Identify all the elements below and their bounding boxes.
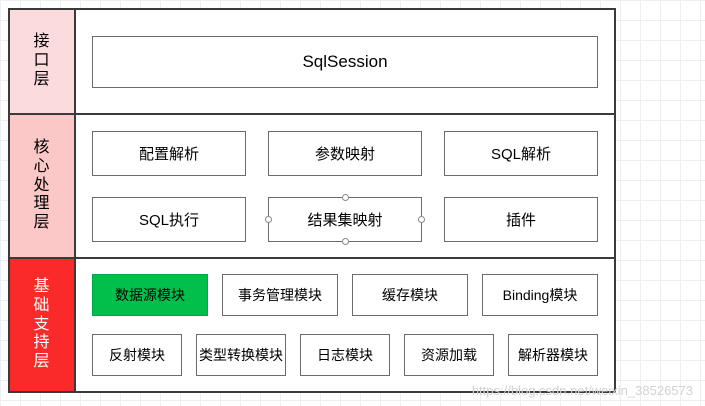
node-resultset-mapping-label: 结果集映射 [307, 211, 383, 229]
layer-body-core: 配置解析 参数映射 SQL解析 SQL执行 结果集映射 插件 [76, 115, 614, 257]
node-config-parsing[interactable]: 配置解析 [92, 130, 246, 176]
layer-label-char: 接 [33, 33, 51, 51]
base-row-2: 反射模块 类型转换模块 日志模块 资源加载 解析器模块 [92, 334, 598, 376]
anchor-handle-bottom-icon[interactable] [341, 237, 349, 245]
node-parser-module[interactable]: 解析器模块 [508, 334, 598, 376]
node-type-conversion-module[interactable]: 类型转换模块 [196, 334, 286, 376]
layer-label-char: 支 [33, 315, 51, 333]
anchor-handle-right-icon[interactable] [418, 215, 425, 223]
node-cache-module[interactable]: 缓存模块 [352, 274, 468, 316]
node-reflection-module[interactable]: 反射模块 [92, 334, 182, 376]
layer-row-base: 基 础 支 持 层 数据源模块 事务管理模块 缓存模块 Binding模块 反射… [10, 259, 614, 391]
node-sqlsession[interactable]: SqlSession [92, 35, 598, 88]
node-plugin[interactable]: 插件 [444, 196, 598, 242]
node-binding-module[interactable]: Binding模块 [482, 274, 598, 316]
node-parameter-mapping[interactable]: 参数映射 [268, 130, 422, 176]
node-logging-module[interactable]: 日志模块 [300, 334, 390, 376]
node-sql-execution[interactable]: SQL执行 [92, 196, 246, 242]
node-datasource-module[interactable]: 数据源模块 [92, 274, 208, 316]
layer-label-char: 层 [33, 353, 51, 371]
layer-label-char: 持 [33, 334, 51, 352]
layer-body-interface: SqlSession [76, 10, 614, 113]
layer-label-char: 口 [33, 52, 51, 70]
layer-row-interface: 接 口 层 SqlSession [10, 10, 614, 115]
anchor-handle-top-icon[interactable] [341, 193, 349, 201]
layer-label-core: 核 心 处 理 层 [10, 115, 76, 257]
node-resultset-mapping[interactable]: 结果集映射 [265, 193, 425, 245]
layer-body-base: 数据源模块 事务管理模块 缓存模块 Binding模块 反射模块 类型转换模块 … [76, 259, 614, 391]
layer-label-char: 理 [33, 195, 51, 213]
anchor-handle-left-icon[interactable] [265, 215, 272, 223]
layer-label-char: 础 [33, 296, 51, 314]
node-sql-parsing[interactable]: SQL解析 [444, 130, 598, 176]
layer-label-char: 层 [33, 70, 51, 88]
layer-label-interface: 接 口 层 [10, 10, 76, 113]
layer-label-char: 基 [33, 277, 51, 295]
layer-row-core: 核 心 处 理 层 配置解析 参数映射 SQL解析 SQL执行 结果集映射 [10, 115, 614, 259]
layer-label-char: 处 [33, 176, 51, 194]
node-resource-loading[interactable]: 资源加载 [404, 334, 494, 376]
architecture-diagram: 接 口 层 SqlSession 核 心 处 理 层 配置解析 参数映射 SQL… [8, 8, 616, 393]
base-row-1: 数据源模块 事务管理模块 缓存模块 Binding模块 [92, 274, 598, 316]
layer-label-char: 层 [33, 214, 51, 232]
core-row-1: 配置解析 参数映射 SQL解析 [92, 130, 598, 176]
layer-label-char: 核 [33, 138, 51, 156]
layer-label-char: 心 [33, 157, 51, 175]
layer-label-base: 基 础 支 持 层 [10, 259, 76, 391]
node-transaction-module[interactable]: 事务管理模块 [222, 274, 338, 316]
core-row-2: SQL执行 结果集映射 插件 [92, 193, 598, 245]
watermark-text: https://blog.csdn.net/weixin_38526573 [471, 383, 693, 398]
